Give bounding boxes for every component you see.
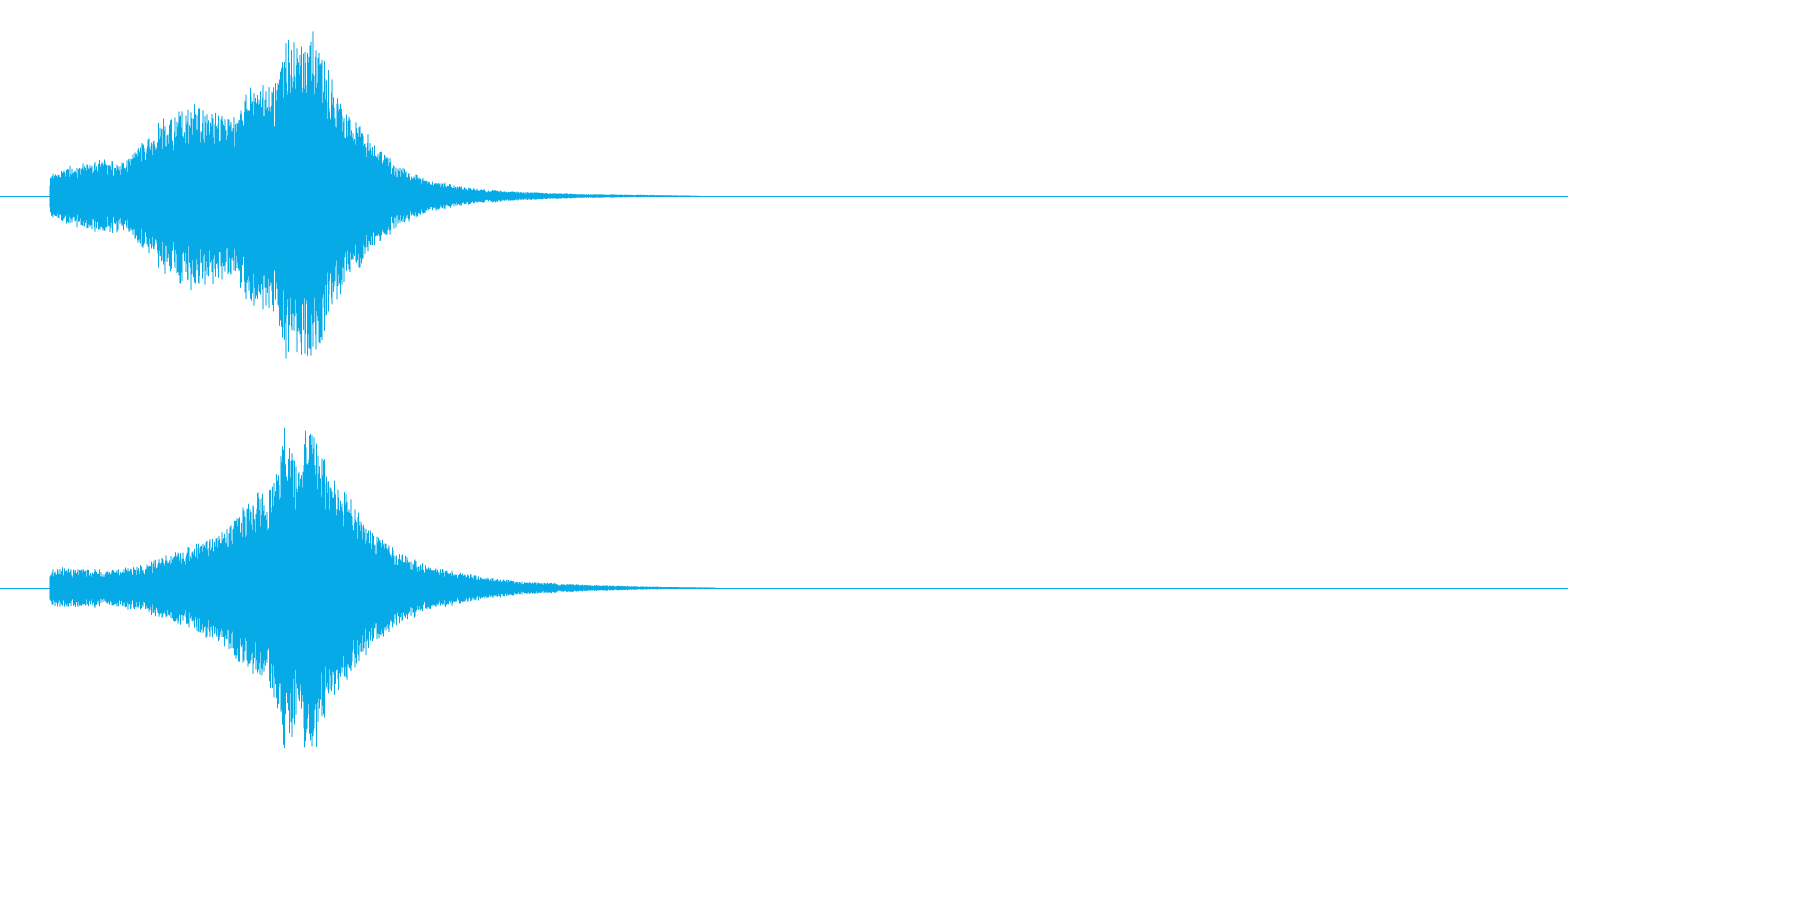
left-channel-wave <box>49 31 701 359</box>
stereo-waveform <box>0 31 1568 748</box>
channel-right-waveform <box>0 427 1568 748</box>
waveform-view <box>0 31 1568 748</box>
right-channel-wave <box>49 427 718 748</box>
channel-left-waveform <box>0 31 1568 359</box>
